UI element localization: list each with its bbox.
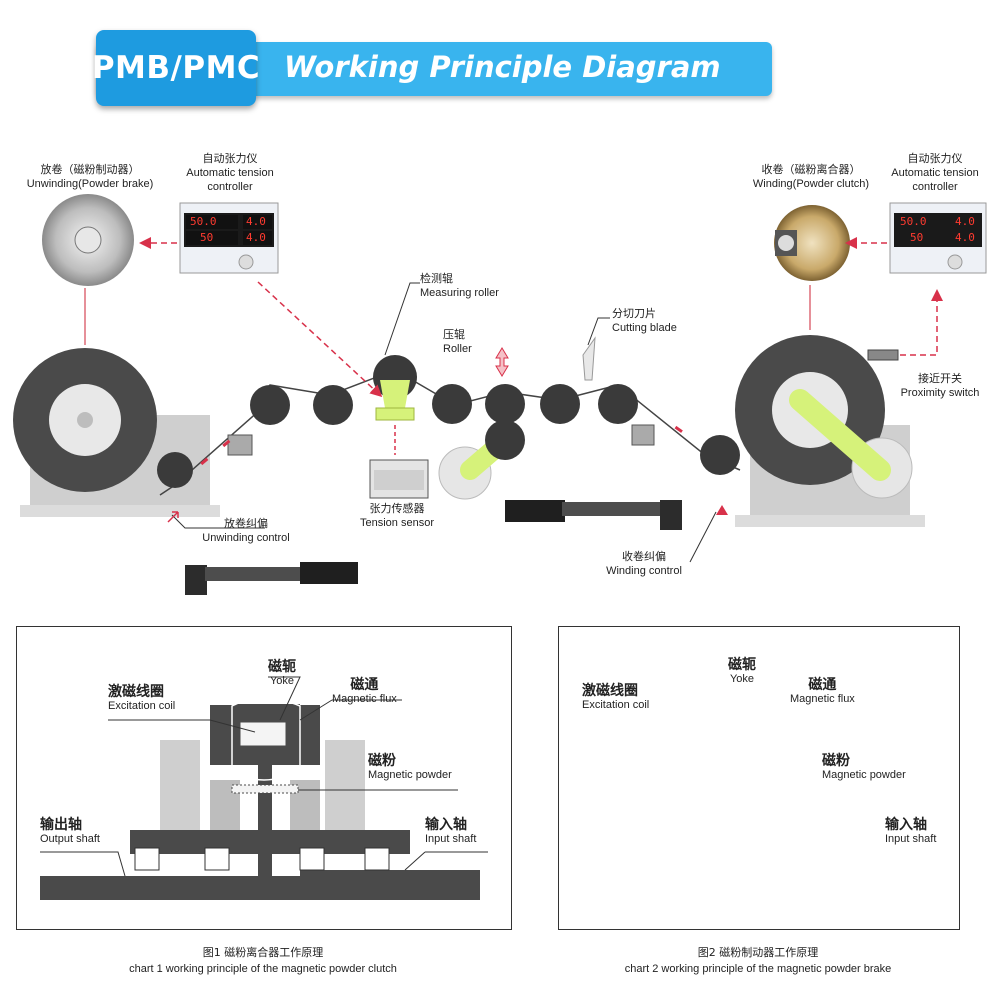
chart2-flux-label: 磁通 Magnetic flux — [790, 677, 855, 705]
brake-diagram-box — [558, 626, 960, 930]
display-value-3: 50 — [200, 231, 214, 244]
chart1-output-label: 输出轴 Output shaft — [40, 817, 100, 845]
display-value-2-right: 4.0 — [955, 215, 975, 228]
chart1-flux-label: 磁通 Magnetic flux — [332, 677, 397, 705]
process-diagram — [13, 194, 987, 595]
display-value-1: 50.0 — [190, 215, 217, 228]
unwinding-label: 放卷（磁粉制动器） Unwinding(Powder brake) — [26, 163, 154, 190]
chart2-input-label: 输入轴 Input shaft — [885, 817, 937, 845]
winding-actuator — [505, 500, 682, 530]
display-value-4-right: 4.0 — [955, 231, 975, 244]
roller-label: 压辊 Roller — [443, 328, 472, 355]
display-value-2: 4.0 — [246, 215, 266, 228]
product-code: PMB/PMC — [91, 50, 261, 86]
chart2-yoke-label: 磁轭 Yoke — [728, 657, 756, 685]
chart1-powder-label: 磁粉 Magnetic powder — [368, 753, 452, 781]
unwinding-actuator — [185, 562, 358, 595]
measuring-roller-label: 检测辊 Measuring roller — [420, 272, 499, 299]
unwinding-machine — [13, 348, 220, 517]
winding-control-label: 收卷纠偏 Winding control — [606, 550, 682, 577]
powder-brake-device — [42, 194, 134, 286]
chart2-powder-label: 磁粉 Magnetic powder — [822, 753, 906, 781]
controller-right-label: 自动张力仪 Automatic tension controller — [891, 152, 979, 193]
winding-label: 收卷（磁粉离合器） Winding(Powder clutch) — [752, 163, 870, 190]
cutting-blade-label: 分切刀片 Cutting blade — [612, 307, 677, 334]
chart2-coil-label: 激磁线圈 Excitation coil — [582, 683, 650, 711]
tension-controller-right — [889, 202, 987, 274]
display-value-1-right: 50.0 — [900, 215, 927, 228]
chart1-caption: 图1 磁粉离合器工作原理 chart 1 working principle o… — [129, 946, 397, 975]
tension-sensor-label: 张力传感器 Tension sensor — [360, 502, 434, 529]
powder-clutch-device — [774, 205, 850, 281]
unwinding-control-label: 放卷纠偏 Unwinding control — [202, 517, 290, 544]
chart1-input-label: 输入轴 Input shaft — [425, 817, 477, 845]
display-value-3-right: 50 — [910, 231, 924, 244]
product-tab: PMB/PMC — [92, 30, 260, 106]
chart2-caption: 图2 磁粉制动器工作原理 chart 2 working principle o… — [624, 946, 892, 975]
chart1-coil-label: 激磁线圈 Excitation coil — [108, 684, 176, 712]
controller-left-label: 自动张力仪 Automatic tension controller — [186, 152, 274, 193]
chart1-yoke-label: 磁轭 Yoke — [268, 659, 296, 687]
display-value-4: 4.0 — [246, 231, 266, 244]
tension-controller-left — [179, 202, 279, 274]
winding-machine — [735, 335, 925, 527]
page-title: Working Principle Diagram — [284, 50, 721, 84]
proximity-switch-label: 接近开关 Proximity switch — [900, 372, 980, 399]
